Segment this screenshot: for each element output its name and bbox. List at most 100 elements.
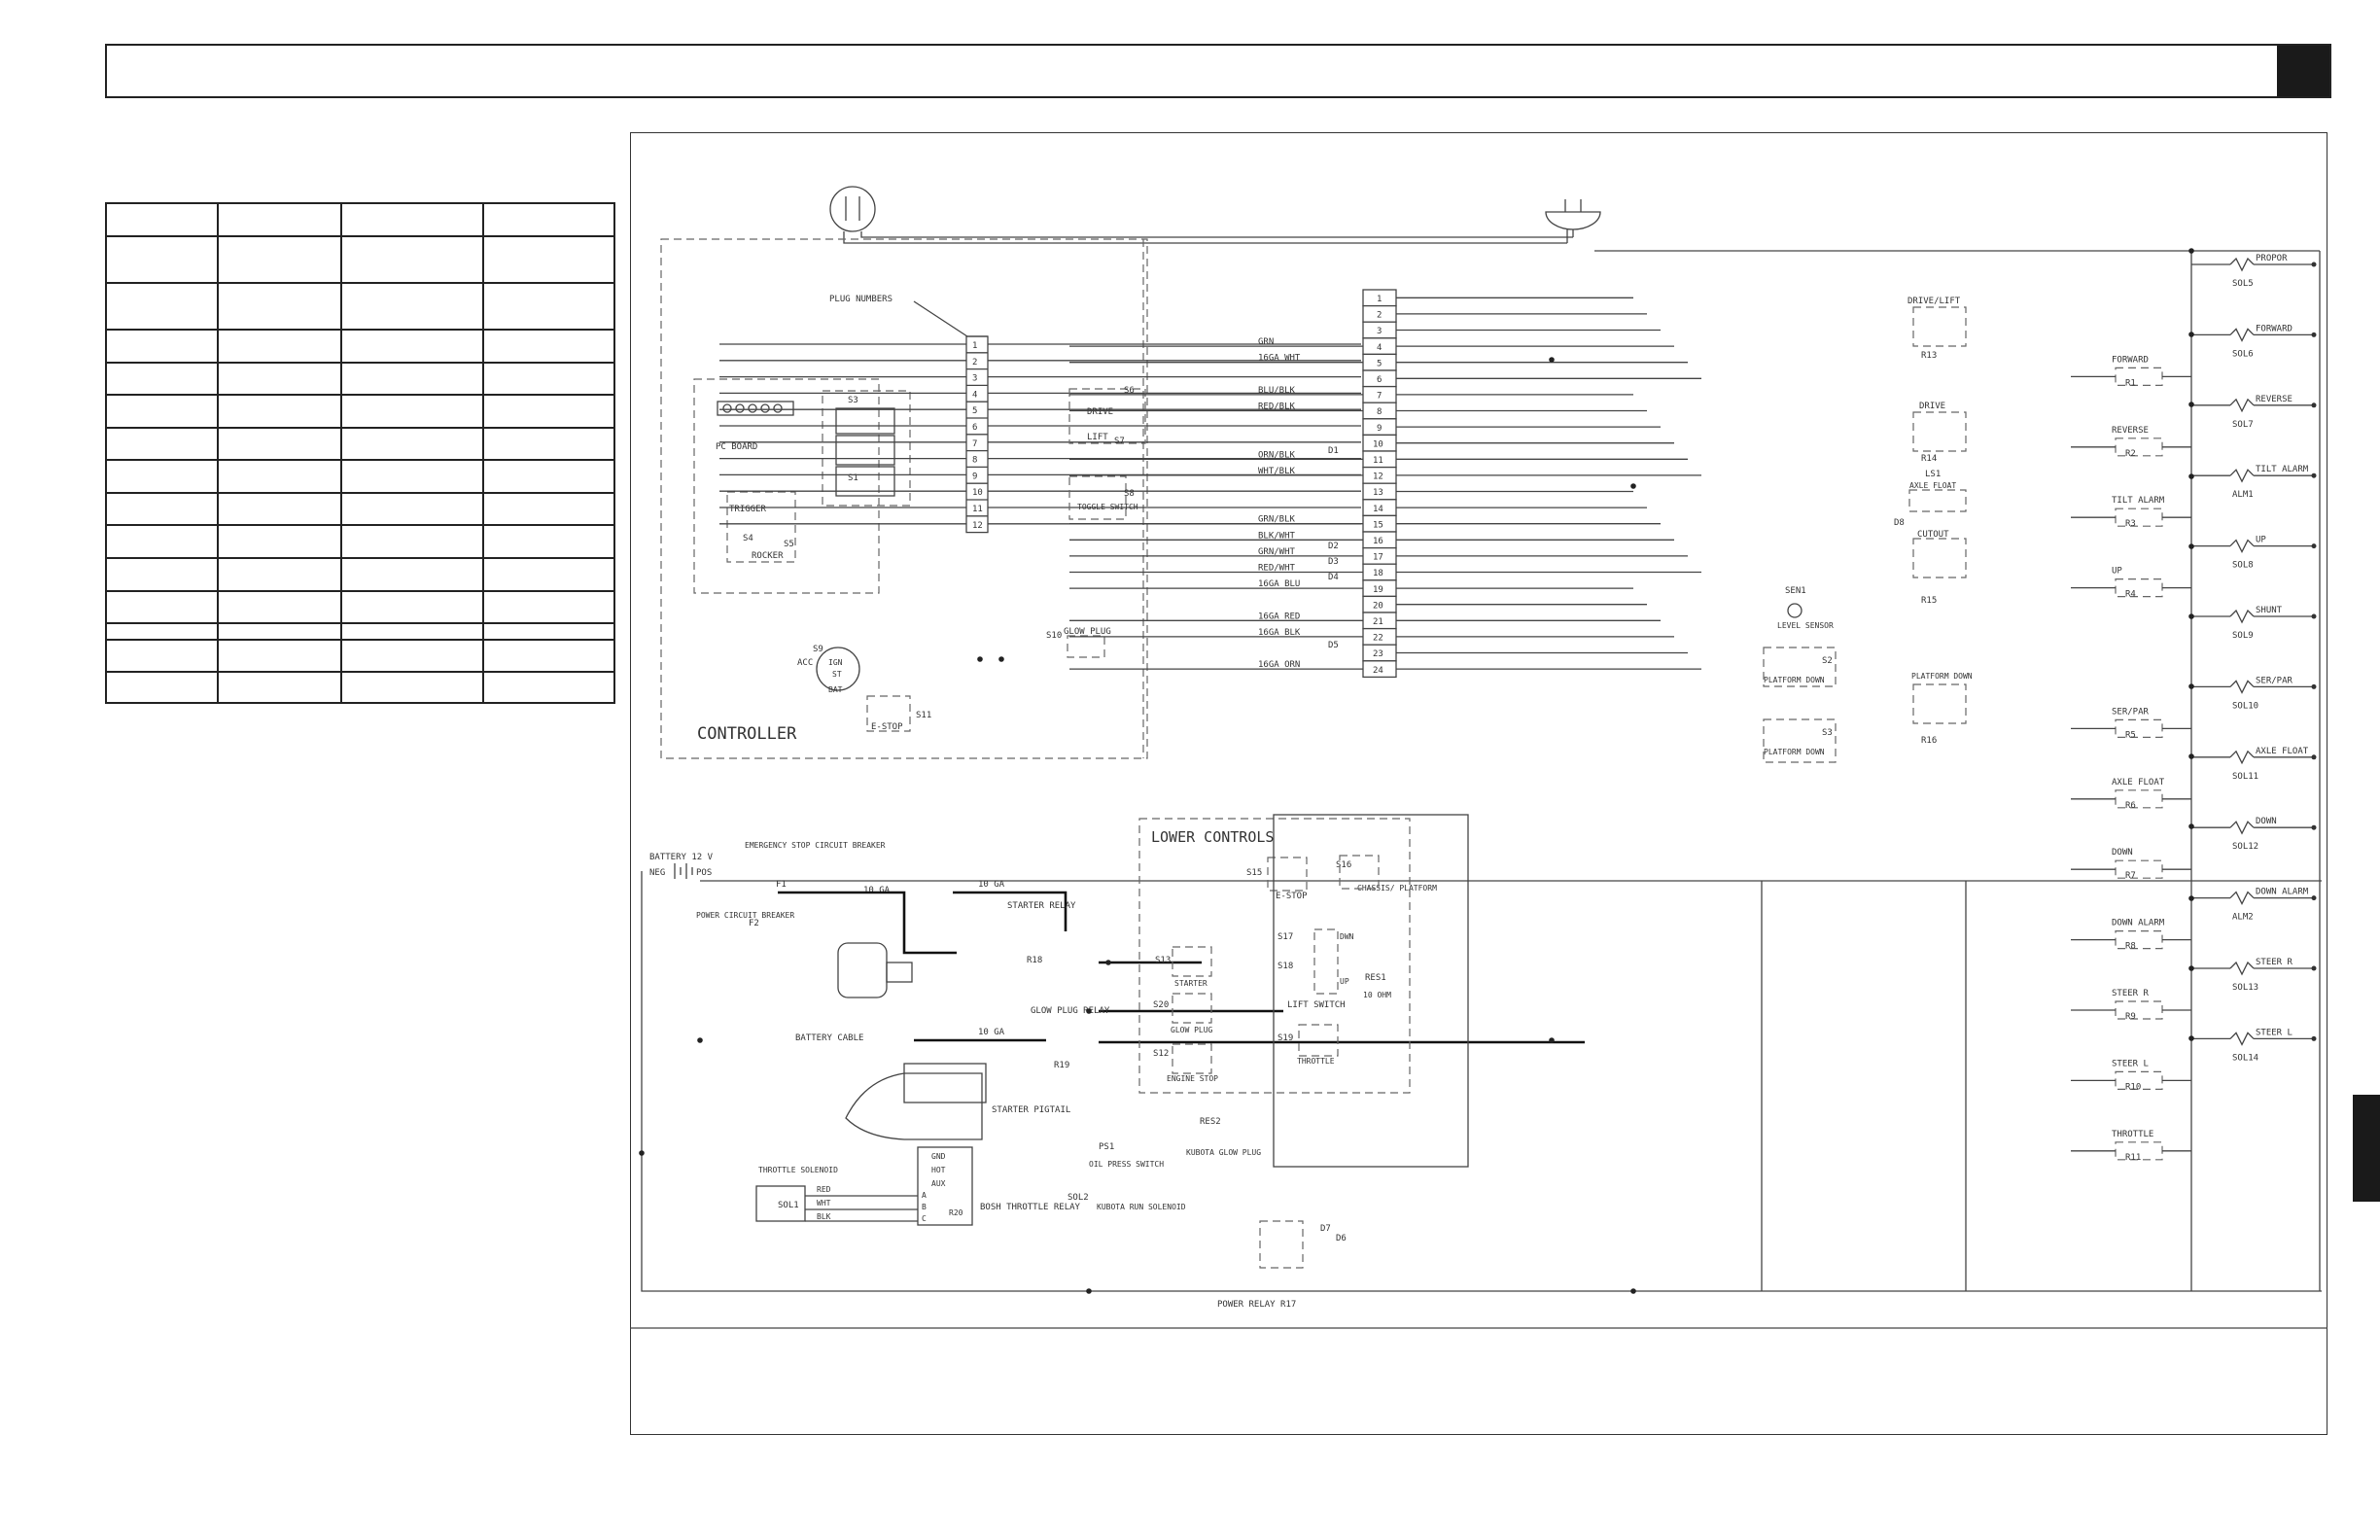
r20-label: R20: [949, 1208, 963, 1217]
s7-label: S7: [1114, 437, 1125, 446]
legend-cell: [481, 329, 616, 364]
legend-cell: [340, 557, 484, 592]
junction-dot: [697, 1037, 703, 1043]
up-switch-label: UP: [1340, 977, 1349, 986]
wire-10ga-a: 10 GA: [863, 886, 891, 895]
legend-cell: [216, 426, 343, 462]
trigger-rocker-enclosure: [726, 491, 796, 563]
battery-cable-label: BATTERY CABLE: [795, 1033, 863, 1043]
junction-dot: [2188, 402, 2194, 407]
plug-numbers-label: PLUG NUMBERS: [829, 295, 892, 304]
output-load-label: SER/PAR: [2256, 676, 2293, 685]
output-column: PROPORSOL5FORWARDR1FORWARDSOL6REVERSER2R…: [2071, 254, 2317, 1163]
legend-cell: [105, 638, 219, 674]
legend-cell: [105, 361, 219, 397]
e-stop-controller-label: E-STOP: [871, 722, 903, 732]
output-relay-id: R4: [2125, 590, 2136, 600]
output-relay-id: R10: [2125, 1082, 2141, 1092]
lower-controls-bus: [1273, 814, 1469, 1168]
bosh-throttle-relay-label: BOSH THROTTLE RELAY: [980, 1203, 1081, 1212]
kubota-glow-plug-label: KUBOTA GLOW PLUG: [1186, 1148, 1261, 1157]
output-load-coil: [2229, 1032, 2255, 1046]
output-relay-box: [2115, 438, 2163, 457]
output-load-id: SOL10: [2232, 701, 2258, 711]
junction-dot: [1630, 483, 1636, 489]
legend-cell: [216, 281, 343, 332]
dwn-label: DWN: [1340, 932, 1354, 941]
r14-label: R14: [1921, 454, 1937, 464]
output-relay-id: R6: [2125, 801, 2136, 811]
junction-dot: [2188, 683, 2194, 689]
trigger-label: TRIGGER: [729, 505, 767, 514]
wire-blk-label: BLK: [817, 1212, 831, 1221]
wire-color-label: GRN: [1258, 337, 1274, 347]
output-terminal-dot: [2311, 262, 2317, 267]
terminal-number: 15: [1373, 520, 1383, 530]
toggle-switch-label: TOGGLE SWITCH: [1077, 503, 1138, 511]
legend-cell: [216, 361, 343, 397]
output-relay-id: R2: [2125, 449, 2136, 459]
platform-down-relay-label: PLATFORM DOWN: [1911, 672, 1973, 681]
legend-cell: [105, 394, 219, 429]
plug-icon: [1545, 199, 1601, 243]
cutout-label: CUTOUT: [1917, 530, 1949, 540]
ohm-label: 10 OHM: [1363, 991, 1391, 999]
terminal-number: 5: [1377, 359, 1382, 368]
starter-relay-label: STARTER RELAY: [1007, 901, 1076, 911]
output-load-id: ALM1: [2232, 490, 2254, 500]
plug-pin-label: 3: [972, 374, 977, 384]
platform-connector-icon: [829, 186, 1573, 244]
junction-dot: [2188, 473, 2194, 479]
legend-cell: [216, 638, 343, 674]
legend-row: [105, 459, 616, 494]
output-load-label: FORWARD: [2256, 324, 2292, 333]
output-load-coil: [2229, 891, 2255, 906]
legend-cell: [216, 329, 343, 364]
d1-label: D1: [1328, 446, 1339, 456]
legend-row: [105, 426, 616, 462]
output-relay-id: R1: [2125, 378, 2136, 388]
wire-color-label: 16GA BLU: [1258, 579, 1300, 589]
output-load-id: SOL7: [2232, 420, 2254, 430]
terminal-number: 24: [1373, 666, 1383, 676]
legend-cell: [216, 202, 343, 237]
legend-cell: [481, 491, 616, 527]
output-relay-label: AXLE FLOAT: [2112, 778, 2165, 788]
terminal-number: 17: [1373, 553, 1383, 563]
res1-label: RES1: [1365, 973, 1386, 983]
legend-row: [105, 281, 616, 332]
legend-cell: [340, 361, 484, 397]
legend-cell: [216, 622, 343, 641]
output-terminal-dot: [2311, 402, 2317, 408]
terminal-number: 16: [1373, 537, 1383, 546]
legend-cell: [481, 361, 616, 397]
wire-10ga-b: 10 GA: [978, 880, 1005, 890]
wire-color-label: 16GA ORN: [1258, 660, 1300, 670]
output-relay-box: [2115, 367, 2163, 386]
throttle-solenoid-label: THROTTLE SOLENOID: [758, 1166, 838, 1174]
junction-dot: [639, 1150, 645, 1156]
s12-label: S12: [1153, 1049, 1169, 1059]
pc-board-label: PC BOARD: [716, 442, 757, 452]
legend-row: [105, 491, 616, 527]
legend-cell: [105, 671, 219, 704]
s15-label: S15: [1246, 868, 1262, 878]
s18-label: S18: [1278, 962, 1293, 971]
s4-label: S4: [743, 534, 753, 543]
terminal-number: 13: [1373, 488, 1383, 498]
svg-text:C: C: [922, 1214, 927, 1223]
wire-color-label: RED/BLK: [1258, 402, 1296, 412]
power-breaker-label: POWER CIRCUIT BREAKER: [696, 911, 794, 920]
output-relay-label: TILT ALARM: [2112, 496, 2165, 506]
engine-stop-label: ENGINE STOP: [1167, 1074, 1218, 1083]
sol2-label: SOL2: [1068, 1193, 1089, 1203]
terminal-number: 10: [1373, 439, 1383, 449]
output-load-id: ALM2: [2232, 913, 2254, 923]
junction-dot: [1549, 357, 1555, 363]
output-load-coil: [2229, 750, 2255, 765]
pos-label: POS: [696, 868, 712, 878]
sen1-label: SEN1: [1785, 586, 1806, 596]
output-relay-label: DOWN ALARM: [2112, 919, 2165, 928]
plug-pin-label: 7: [972, 439, 977, 449]
